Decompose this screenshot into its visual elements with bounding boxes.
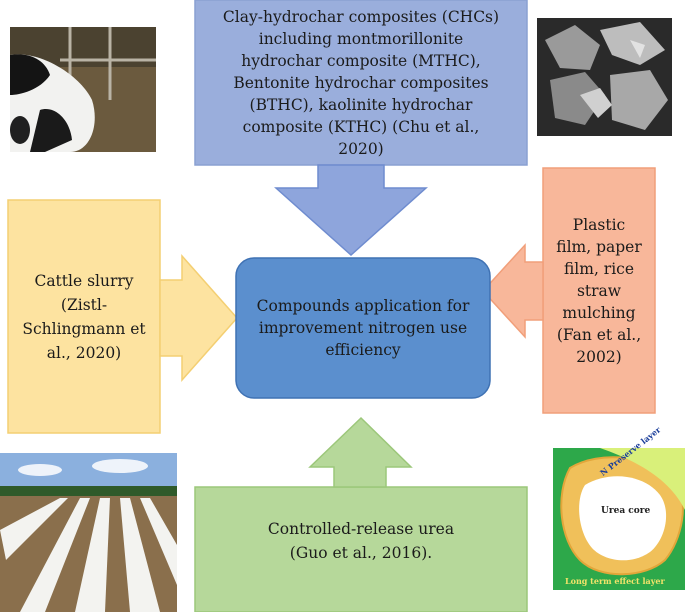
left-box-line: Schlingmann et — [22, 319, 146, 338]
top-box-line: 2020) — [338, 139, 384, 158]
right-box-line: mulching — [562, 303, 636, 322]
right-box-line: straw — [576, 281, 622, 300]
right-box-line: film, rice — [563, 259, 635, 278]
urea-bottom-label: Long term effect layer — [565, 576, 665, 586]
right-box-text: Plastic film, paper film, rice straw mul… — [556, 214, 642, 368]
left-box-line: al., 2020) — [46, 343, 122, 362]
center-box-line: improvement nitrogen use — [258, 319, 468, 337]
urea-core-label: Urea core — [601, 506, 651, 516]
right-box-line: 2002) — [576, 347, 622, 366]
top-box-line: composite (KTHC) (Chu et al., — [242, 117, 480, 136]
left-arrow — [159, 254, 239, 382]
bottom-box-line: (Guo et al., 2016). — [289, 543, 433, 562]
right-box: Plastic film, paper film, rice straw mul… — [543, 168, 655, 413]
top-box-line: (BTHC), kaolinite hydrochar — [249, 95, 473, 114]
left-box-text: Cattle slurry (Zistl- Schlingmann et al.… — [22, 269, 145, 365]
cow-photo — [10, 27, 156, 152]
bottom-arrow — [308, 416, 413, 488]
micrograph-photo — [537, 18, 672, 136]
top-box-shape — [194, 0, 528, 166]
center-box-line: efficiency — [325, 341, 401, 359]
top-arrow — [274, 164, 428, 257]
field-photo — [0, 453, 177, 612]
center-box-line: Compounds application for — [256, 297, 470, 315]
bottom-box-text: Controlled-release urea (Guo et al., 201… — [268, 517, 454, 565]
top-box-line: Clay-hydrochar composites (CHCs) — [222, 7, 500, 26]
top-box: Clay-hydrochar composites (CHCs) includi… — [195, 0, 527, 165]
left-box: Cattle slurry (Zistl- Schlingmann et al.… — [8, 200, 160, 433]
top-box-line: hydrochar composite (MTHC), — [241, 51, 481, 70]
top-box-line: including montmorillonite — [258, 29, 464, 48]
right-box-line: film, paper — [556, 237, 642, 256]
left-box-line: (Zistl- — [60, 295, 108, 314]
right-arrow — [481, 243, 544, 339]
center-box-text: Compounds application for improvement ni… — [257, 295, 470, 361]
left-box-line: Cattle slurry — [34, 271, 134, 290]
urea-granule-figure — [553, 448, 685, 590]
center-box-shape — [235, 257, 491, 399]
bottom-box-line: Controlled-release urea — [267, 519, 455, 538]
right-box-shape — [542, 167, 656, 414]
right-box-line: Plastic — [572, 215, 626, 234]
top-box-text: Clay-hydrochar composites (CHCs) includi… — [223, 6, 499, 160]
left-box-shape — [7, 199, 161, 434]
right-box-line: (Fan et al., — [556, 325, 642, 344]
bottom-box: Controlled-release urea (Guo et al., 201… — [195, 487, 527, 612]
center-box: Compounds application for improvement ni… — [236, 258, 490, 398]
top-box-line: Bentonite hydrochar composites — [233, 73, 489, 92]
